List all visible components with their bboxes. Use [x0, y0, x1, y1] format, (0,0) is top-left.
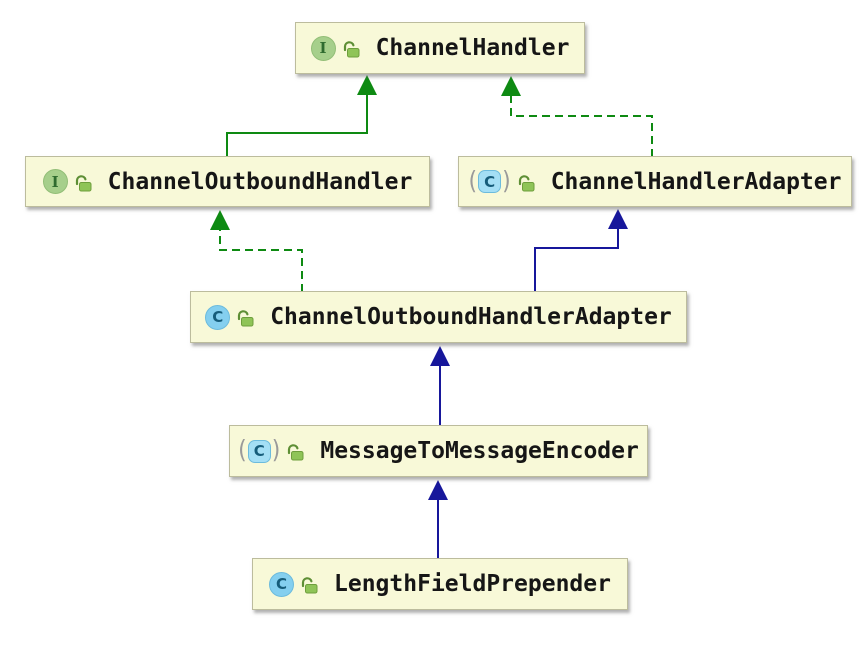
abstract-class-icon: ( C ) — [468, 166, 511, 196]
edge-extends-lengthfieldprepender-messagetomessageencoder — [428, 480, 448, 558]
arrowhead — [501, 76, 521, 96]
class-name-label: MessageToMessageEncoder — [320, 438, 639, 464]
class-node-channelhandler[interactable]: I ChannelHandler — [295, 22, 585, 74]
class-node-messagetomessageencoder[interactable]: ( C ) MessageToMessageEncoder — [229, 425, 648, 477]
edge-extends-channeloutboundhandleradapter-channelhandleradapter — [534, 209, 628, 292]
unlocked-icon — [288, 444, 304, 461]
class-icon: C — [478, 170, 502, 193]
class-icon: C — [247, 439, 271, 463]
class-node-lengthfieldprepender[interactable]: C LengthFieldPrepender — [252, 558, 628, 610]
paren-open: ( — [468, 166, 478, 196]
arrowhead — [357, 75, 377, 95]
edge-implements-channelhandleradapter-channelhandler — [501, 76, 653, 157]
edge-implements-channeloutboundhandleradapter-channeloutboundhandler — [210, 210, 303, 292]
unlocked-icon — [518, 174, 535, 191]
arrowhead — [428, 480, 448, 500]
class-name-label: ChannelHandler — [375, 35, 570, 61]
class-icon: C — [269, 571, 295, 597]
interface-icon: I — [42, 169, 68, 194]
edge-extends-channeloutboundhandler-channelhandler — [226, 75, 377, 157]
unlocked-icon — [238, 310, 254, 327]
class-node-channeloutboundhandler[interactable]: I ChannelOutboundHandler — [25, 156, 430, 207]
arrowhead — [608, 209, 628, 229]
edge-extends-messagetomessageencoder-channeloutboundhandleradapter — [430, 346, 450, 425]
unlocked-icon — [75, 174, 92, 191]
abstract-class-icon: ( C ) — [238, 436, 281, 465]
class-icon: C — [205, 304, 231, 330]
paren-close: ) — [271, 436, 281, 465]
arrowhead — [210, 210, 230, 230]
class-name-label: LengthFieldPrepender — [334, 571, 611, 597]
class-node-channeloutboundhandleradapter[interactable]: C ChannelOutboundHandlerAdapter — [190, 291, 687, 343]
unlocked-icon — [343, 41, 360, 58]
class-name-label: ChannelOutboundHandlerAdapter — [270, 304, 672, 330]
paren-close: ) — [502, 166, 511, 196]
unlocked-icon — [301, 577, 318, 594]
arrowhead — [430, 346, 450, 366]
class-name-label: ChannelHandlerAdapter — [550, 168, 842, 195]
class-name-label: ChannelOutboundHandler — [107, 168, 413, 195]
class-node-channelhandleradapter[interactable]: ( C ) ChannelHandlerAdapter — [458, 156, 852, 207]
paren-open: ( — [238, 436, 247, 465]
interface-icon: I — [310, 35, 336, 61]
